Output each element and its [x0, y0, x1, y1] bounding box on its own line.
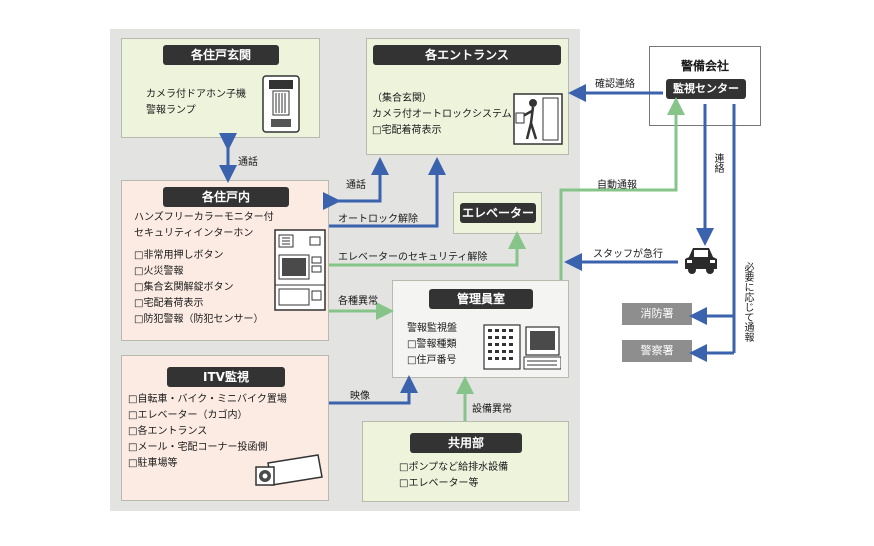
doorphone-icon: [262, 75, 300, 133]
video-arrow: [329, 375, 418, 405]
unit-interior-items: ハンズフリーカラーモニター付 セキュリティインターホン □非常用押しボタン □火…: [134, 210, 274, 328]
auto-report-label: 自動通報: [597, 180, 637, 191]
security-camera-icon: [255, 454, 323, 486]
monitoring-center-label: 監視センター: [666, 79, 746, 99]
manager-room-item: □警報種類: [407, 339, 457, 350]
autolock-release-label: オートロック解除: [338, 214, 418, 225]
entrances-item: カメラ付オートロックシステム: [372, 109, 512, 120]
intercom-monitor-icon: [274, 229, 326, 311]
fire-department-box: 消防署: [622, 303, 692, 325]
call-arrow-entrance: [323, 157, 389, 210]
itv-item: □自転車・バイク・ミニバイク置場: [128, 394, 287, 405]
alarms-label: 各種異常: [338, 296, 378, 307]
common-area-items: □ポンプなど給排水設備 □エレベーター等: [399, 460, 508, 492]
itv-box: ITV監視 □自転車・バイク・ミニバイク置場 □エレベーター（カゴ内） □各エン…: [121, 355, 329, 501]
unit-interior-item: □非常用押しボタン: [134, 250, 224, 261]
entrances-box: 各エントランス （集合玄関） カメラ付オートロックシステム □宅配着荷表示: [366, 38, 569, 155]
autolock-terminal-icon: [513, 93, 563, 145]
itv-items: □自転車・バイク・ミニバイク置場 □エレベーター（カゴ内） □各エントランス □…: [128, 392, 287, 472]
itv-item: □駐車場等: [128, 458, 178, 469]
unit-entrance-box: 各住戸玄関 カメラ付ドアホン子機 警報ランプ: [121, 38, 320, 138]
notify-arrow: [689, 104, 736, 325]
manager-room-items: 警報監視盤 □警報種類 □住戸番号: [407, 321, 457, 369]
unit-interior-item: ハンズフリーカラーモニター付: [134, 212, 274, 223]
auto-report-arrow: [559, 97, 685, 280]
unit-interior-item: □集合玄関解錠ボタン: [134, 282, 234, 293]
unit-entrance-item: 警報ランプ: [146, 105, 196, 116]
entrances-item: （集合玄関）: [372, 93, 432, 104]
entrances-title: 各エントランス: [373, 45, 561, 65]
itv-item: □メール・宅配コーナー投函側: [128, 442, 268, 453]
itv-title: ITV監視: [167, 367, 285, 387]
itv-item: □各エントランス: [128, 426, 208, 437]
common-area-item: □ポンプなど給排水設備: [399, 462, 509, 473]
car-icon: [685, 248, 717, 274]
video-label: 映像: [350, 391, 370, 402]
contact-label: 連絡: [712, 153, 723, 173]
manager-room-box: 管理員室 警報監視盤 □警報種類 □住戸番号: [392, 280, 569, 378]
police-box: 警察署: [622, 340, 692, 362]
common-area-item: □エレベーター等: [399, 478, 479, 489]
elevator-release-arrow: [329, 231, 526, 267]
unit-entrance-items: カメラ付ドアホン子機 警報ランプ: [146, 87, 246, 119]
common-area-title: 共用部: [410, 433, 522, 453]
unit-interior-item: □宅配着荷表示: [134, 298, 204, 309]
confirm-label: 確認連絡: [595, 79, 635, 90]
notify-label: 必要に応じて通報: [742, 262, 753, 342]
entrances-items: （集合玄関） カメラ付オートロックシステム □宅配着荷表示: [372, 91, 512, 139]
unit-interior-item: □火災警報: [134, 266, 184, 277]
equipment-label: 設備異常: [472, 404, 512, 415]
unit-entrance-item: カメラ付ドアホン子機: [146, 89, 246, 100]
security-company-title: 警備会社: [680, 59, 729, 73]
unit-interior-title: 各住戸内: [163, 187, 289, 207]
staff-rush-label: スタッフが急行: [593, 249, 663, 260]
elevator-release-label: エレベーターのセキュリティ解除: [338, 252, 488, 263]
alarm-panel-icon: [483, 324, 561, 370]
unit-interior-item: □防犯警報（防犯センサー）: [134, 314, 264, 325]
unit-entrance-title: 各住戸玄関: [163, 45, 279, 65]
entrances-item: □宅配着荷表示: [372, 125, 442, 136]
elevator-box: エレベーター: [453, 192, 542, 234]
call-label: 通話: [238, 157, 258, 168]
itv-item: □エレベーター（カゴ内）: [128, 410, 248, 421]
call-entrance-label: 通話: [346, 180, 366, 191]
elevator-title: エレベーター: [460, 203, 536, 223]
manager-room-item: 警報監視盤: [407, 323, 457, 334]
unit-interior-box: 各住戸内 ハンズフリーカラーモニター付 セキュリティインターホン □非常用押しボ…: [121, 180, 329, 341]
manager-room-item: □住戸番号: [407, 355, 457, 366]
autolock-release-arrow: [329, 157, 446, 228]
manager-room-title: 管理員室: [429, 289, 533, 309]
common-area-box: 共用部 □ポンプなど給排水設備 □エレベーター等: [362, 421, 569, 502]
unit-interior-item: セキュリティインターホン: [134, 228, 254, 239]
